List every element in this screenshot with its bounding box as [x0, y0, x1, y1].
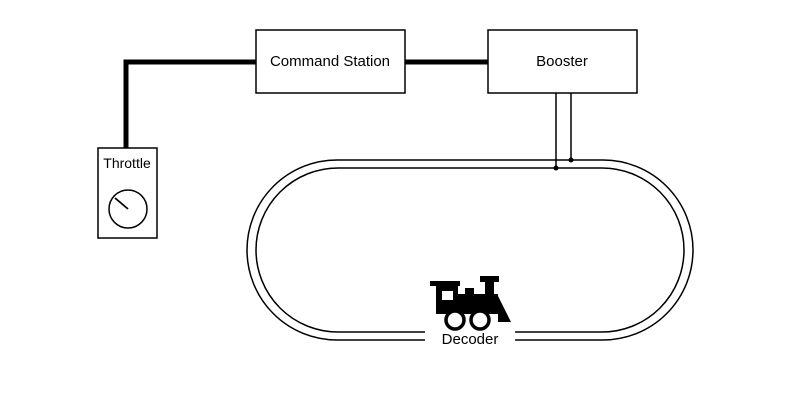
- command-station-box: [255, 29, 406, 94]
- booster-node: Booster: [487, 29, 638, 94]
- command-station-label: Command Station: [270, 53, 390, 70]
- throttle-knob-icon: [108, 189, 148, 229]
- booster-label: Booster: [536, 53, 588, 70]
- command-station-node: Command Station: [255, 29, 406, 94]
- throttle-label: Throttle: [103, 155, 151, 171]
- locomotive-icon: [430, 276, 511, 331]
- throttle-node: Throttle: [97, 147, 158, 239]
- throttle-cable: [123, 59, 256, 148]
- decoder-label: Decoder: [442, 331, 499, 348]
- throttle-box: [97, 147, 158, 239]
- booster-box: [487, 29, 638, 94]
- decoder-label-background: [425, 326, 515, 350]
